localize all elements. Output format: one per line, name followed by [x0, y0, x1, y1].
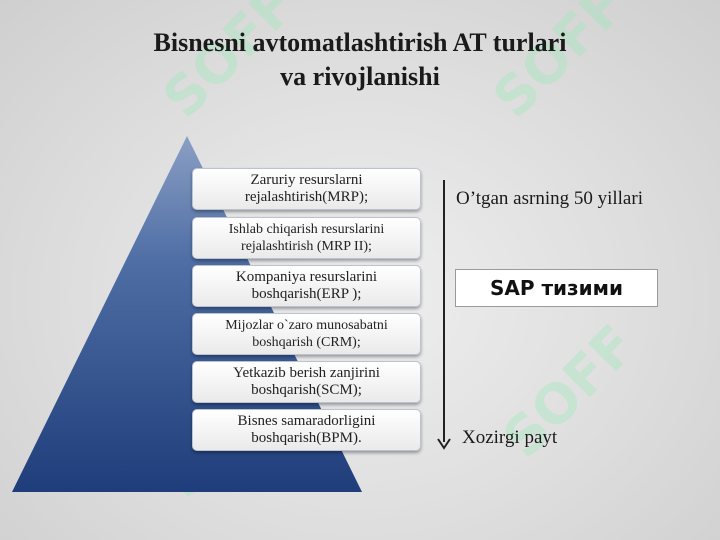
timeline-end-label: Xozirgi payt: [462, 427, 558, 448]
layer-crm: Mijozlar o`zaro munosabatni boshqarish (C…: [192, 313, 421, 355]
layer-bpm-line-1: Bisnes samaradorligini: [237, 413, 376, 429]
slide-title-line-2: va rivojlanishi: [280, 62, 440, 91]
layer-crm-line-2: boshqarish (CRM);: [252, 335, 361, 350]
arrow-down-icon: [437, 438, 451, 450]
layer-scm-line-1: Yetkazib berish zanjirini: [233, 365, 380, 381]
layer-erp-line-1: Kompaniya resurslarini: [235, 269, 378, 285]
slide-title-line-1: Bisnesni avtomatlashtirish AT turlari: [153, 28, 567, 57]
layer-erp-line-2: boshqarish(ERP );: [251, 286, 362, 302]
slide-title: Bisnesni avtomatlashtirish AT turlari va…: [60, 26, 660, 94]
layer-crm-line-1: Mijozlar o`zaro munosabatni: [225, 318, 388, 333]
layer-mrp2: Ishlab chiqarish resurslarini rejalashtir…: [192, 217, 421, 259]
pyramid-shape: [12, 136, 362, 492]
layer-scm-line-2: boshqarish(SCM);: [251, 382, 362, 398]
layer-mrp2-line-1: Ishlab chiqarish resurslarini: [228, 222, 385, 237]
layer-mrp-line-1: Zaruriy resurslarni: [250, 172, 363, 188]
timeline-start-label: O’tgan asrning 50 yillari: [456, 188, 643, 209]
layer-bpm-line-2: boshqarish(BPM).: [251, 430, 362, 446]
timeline-arrow-line: [443, 180, 445, 442]
layer-mrp-line-2: rejalashtirish(MRP);: [244, 189, 369, 205]
sap-system-box: SAP тизими: [455, 269, 658, 307]
layer-mrp2-line-2: rejalashtirish (MRP II);: [241, 239, 372, 254]
